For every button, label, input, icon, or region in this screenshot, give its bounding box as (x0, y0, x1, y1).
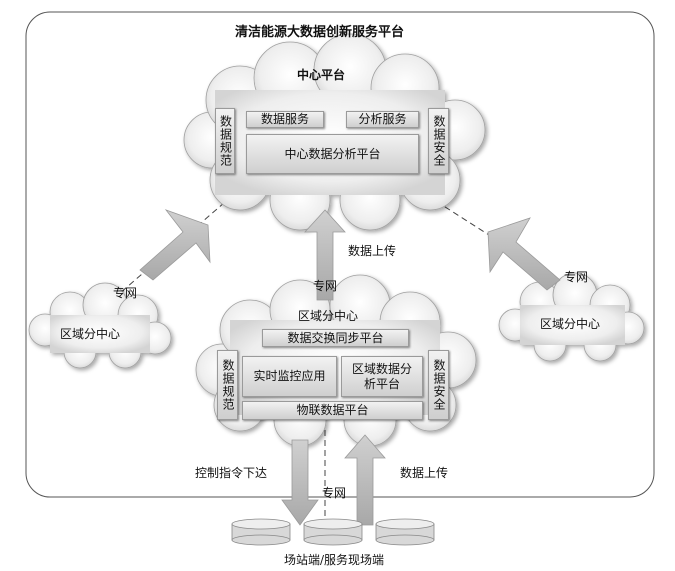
private-net-label-middle: 专网 (313, 279, 338, 293)
region-data-norm: 数据规范 (217, 350, 238, 420)
center-cloud (183, 33, 486, 231)
center-data-norm: 数据规范 (215, 108, 235, 174)
station-databases (231, 518, 435, 546)
station-db-2 (303, 518, 363, 546)
region-data-security: 数据安全 (428, 350, 449, 420)
private-net-label-left: 专网 (113, 286, 138, 300)
center-platform-title: 中心平台 (297, 68, 346, 82)
region-exchange-platform: 数据交换同步平台 (262, 329, 409, 347)
station-db-3 (375, 518, 435, 546)
arrow-right-to-center (487, 217, 561, 291)
data-flow-arrows (139, 209, 561, 526)
platform-frame (25, 11, 655, 498)
center-data-security: 数据安全 (428, 108, 449, 174)
arrow-left-to-center (139, 209, 211, 281)
left-region-cloud (28, 282, 172, 369)
upload-label-bottom: 数据上传 (400, 466, 449, 480)
stations-label: 场站端/服务现场端 (284, 553, 385, 567)
arrow-upload-top (304, 209, 346, 301)
arrow-control-down (281, 439, 319, 526)
arrow-upload-bottom (344, 434, 386, 526)
region-analysis-platform: 区域数据分析平台 (341, 356, 423, 397)
private-net-label-bottom: 专网 (322, 486, 347, 500)
center-analysis-service: 分析服务 (346, 111, 419, 128)
region-realtime-monitor: 实时监控应用 (242, 356, 337, 397)
right-region-cloud (498, 272, 645, 362)
region-center-title: 区域分中心 (298, 309, 359, 323)
control-label: 控制指令下达 (195, 466, 268, 480)
private-net-label-right: 专网 (564, 270, 589, 284)
region-iot-platform: 物联数据平台 (242, 401, 423, 420)
platform-title: 清洁能源大数据创新服务平台 (235, 25, 405, 40)
left-region-label: 区域分中心 (60, 327, 121, 341)
center-analysis-platform: 中心数据分析平台 (246, 134, 419, 174)
center-data-service: 数据服务 (246, 111, 324, 128)
right-region-label: 区域分中心 (540, 317, 601, 331)
upload-label-top: 数据上传 (348, 244, 397, 258)
station-db-1 (231, 518, 291, 546)
